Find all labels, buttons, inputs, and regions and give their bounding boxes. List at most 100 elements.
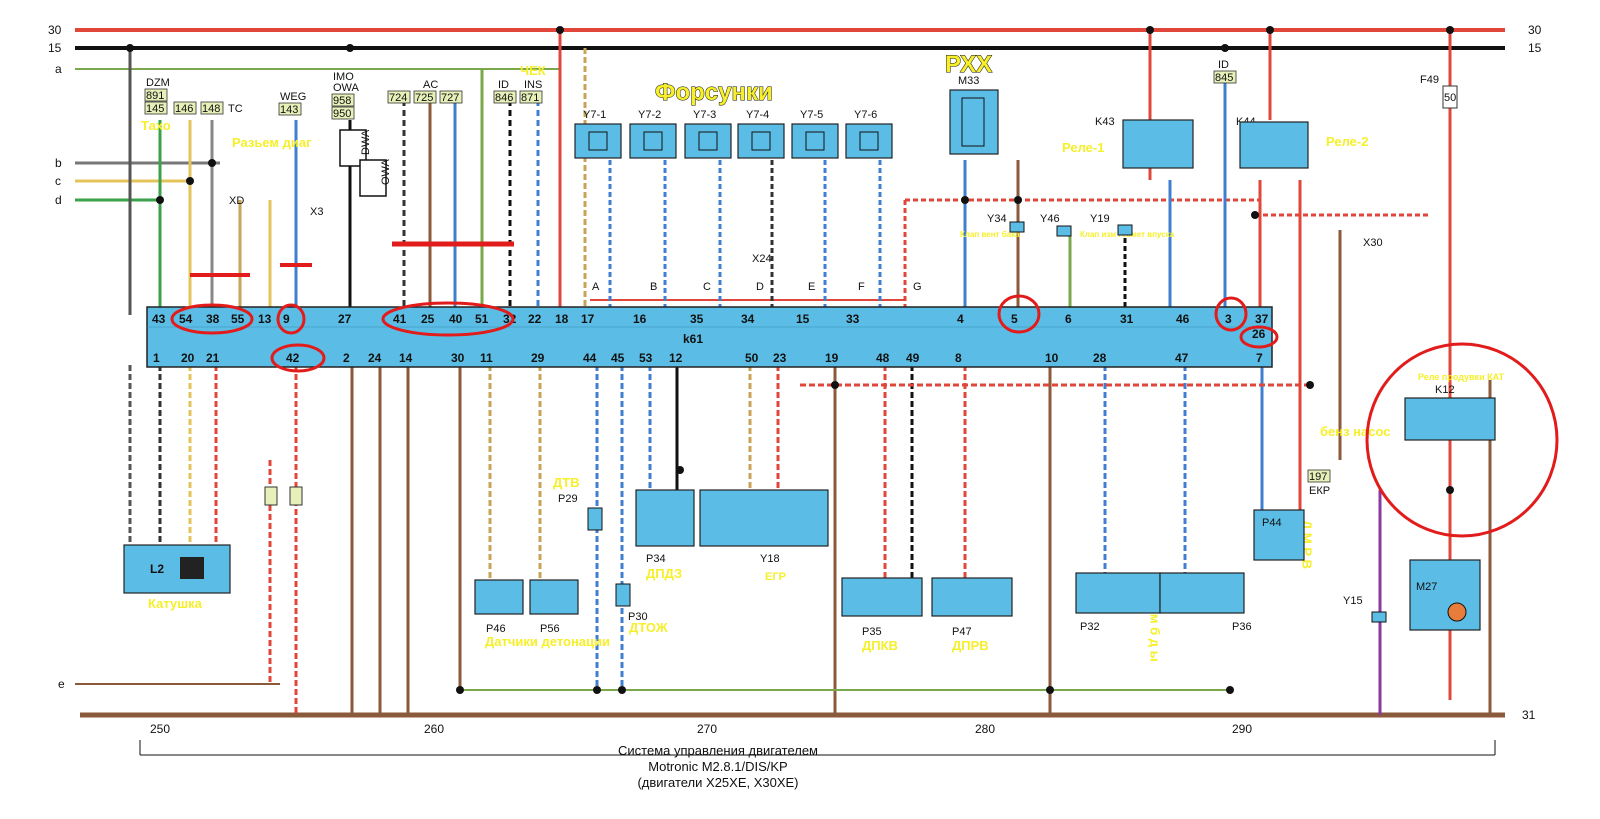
detonation-label: Датчики детонации [485,634,610,649]
dwa2-text: OWA [380,158,392,185]
egr-label: ЕГР [765,571,786,583]
owa-label: OWA [333,82,360,94]
p44-code: P44 [1262,517,1282,529]
ecu-bottom-pin: 19 [825,351,839,365]
ecu-name: k61 [683,332,703,346]
tag-724: 724 [389,92,407,104]
ecu-bottom-pin: 42 [286,351,300,365]
p34-code: P34 [646,553,666,565]
injector-box [791,123,839,159]
ecu-bottom-pin: 47 [1175,351,1189,365]
bus-e-label: e [58,677,65,691]
ecu-pin-26: 26 [1252,327,1266,341]
ekp-label: ЕКР [1309,485,1330,497]
ecu-bottom-pin: 24 [368,351,382,365]
valves: Y34 Y46 Y19 Y15 [987,213,1387,623]
p56-code: P56 [540,623,560,635]
x24-pin: D [756,281,764,293]
y19-code: Y19 [1090,213,1110,225]
ecu-top-pin: 6 [1065,312,1072,326]
injector-coil [643,131,663,151]
ecu-bottom-pin: 1 [153,351,160,365]
injector-box [737,123,785,159]
injector-coil [588,131,608,151]
ecu-top-pin: 9 [283,312,290,326]
bus-30-right-label: 30 [1528,23,1542,37]
dtoj-label: ДТОЖ [629,620,668,635]
tag-197: 197 [1309,471,1327,483]
ecu-bottom-pin: 7 [1256,351,1263,365]
ecu-top-pin: 4 [957,312,964,326]
y46-code: Y46 [1040,213,1060,225]
highlights [170,241,1559,538]
ac-label: AC [423,79,438,91]
group-260: 260 [424,722,444,736]
relay3-label: Реле продувки КАТ [1418,372,1505,382]
y34-code: Y34 [987,213,1007,225]
highlight-pin-3 [1214,296,1248,332]
injector-label: Y7-1 [583,109,606,121]
m27-code: M27 [1416,581,1437,593]
ecu-bottom-pin: 21 [206,351,220,365]
ecu-bottom-pin: 11 [480,351,493,365]
bus-c-label: c [55,174,61,188]
ecu-top-pin: 54 [179,312,193,326]
x24-pin: G [913,281,922,293]
ecu-top-pin: 27 [338,312,352,326]
ecu-bottom-pin: 8 [955,351,962,365]
highlight-pins-41-51 [381,301,515,337]
ecu-top-pin: 5 [1011,312,1018,326]
injector-label: Y7-6 [854,109,877,121]
group-290: 290 [1232,722,1252,736]
injector-box [629,123,677,159]
benz-label: бенз насос [1320,424,1391,439]
ecu-bottom-pin: 12 [669,351,683,365]
x24-pin: A [592,281,600,293]
tag-725: 725 [415,92,433,104]
ecu-bottom-pin: 53 [639,351,653,365]
x3-label: X3 [310,206,323,218]
ecu-top-pin: 16 [633,312,647,326]
tag-845: 845 [1215,72,1233,84]
junction-dots [126,26,1454,694]
injector-label: Y7-5 [800,109,823,121]
ecu-top-pin: 3 [1225,312,1232,326]
ecu-top-pin: 33 [846,312,860,326]
ecu-top-pin: 37 [1255,312,1269,326]
p35-code: P35 [862,626,882,638]
x24-pin: B [650,281,657,293]
tag-727: 727 [441,92,459,104]
m33-code: M33 [958,75,979,87]
ins-label: INS [524,79,542,91]
injector-label: Y7-3 [693,109,716,121]
ecu-bottom-pin: 49 [906,351,920,365]
tc-label: TC [228,103,243,115]
x30-label: X30 [1363,237,1383,249]
ecu-bottom-pin: 28 [1093,351,1107,365]
ecu-top-pin: 43 [152,312,166,326]
id2-label: ID [1218,59,1229,71]
bus-a-label: a [55,62,62,76]
ecu-bottom-pin: 44 [583,351,597,365]
ecu-top-pin: 18 [555,312,569,326]
injector-label: Y7-2 [638,109,661,121]
id-label: ID [498,79,509,91]
top-tags: DZM 891 145 146 148 TC WEG 143 IMO OWA 9… [144,59,1458,497]
bus-30-label: 30 [48,23,62,37]
ecu-top-pin: 46 [1176,312,1190,326]
relays: K43 K44 K12 [1095,116,1496,441]
ecu-bottom-pin: 50 [745,351,759,365]
p29-code: P29 [558,493,578,505]
bus-31-label: 31 [1522,708,1536,722]
chek-label: ЧЕК [520,63,546,78]
x24-pin: E [808,281,815,293]
ecu-top-pin: 35 [690,312,704,326]
bus-15-right-label: 15 [1528,41,1542,55]
lower-components: L2 P46 P56 P29 P30 P34 Y18 P35 P47 P32 P… [123,486,1481,638]
ecu-bottom-pin: 14 [399,351,413,365]
injector-coil [859,131,879,151]
